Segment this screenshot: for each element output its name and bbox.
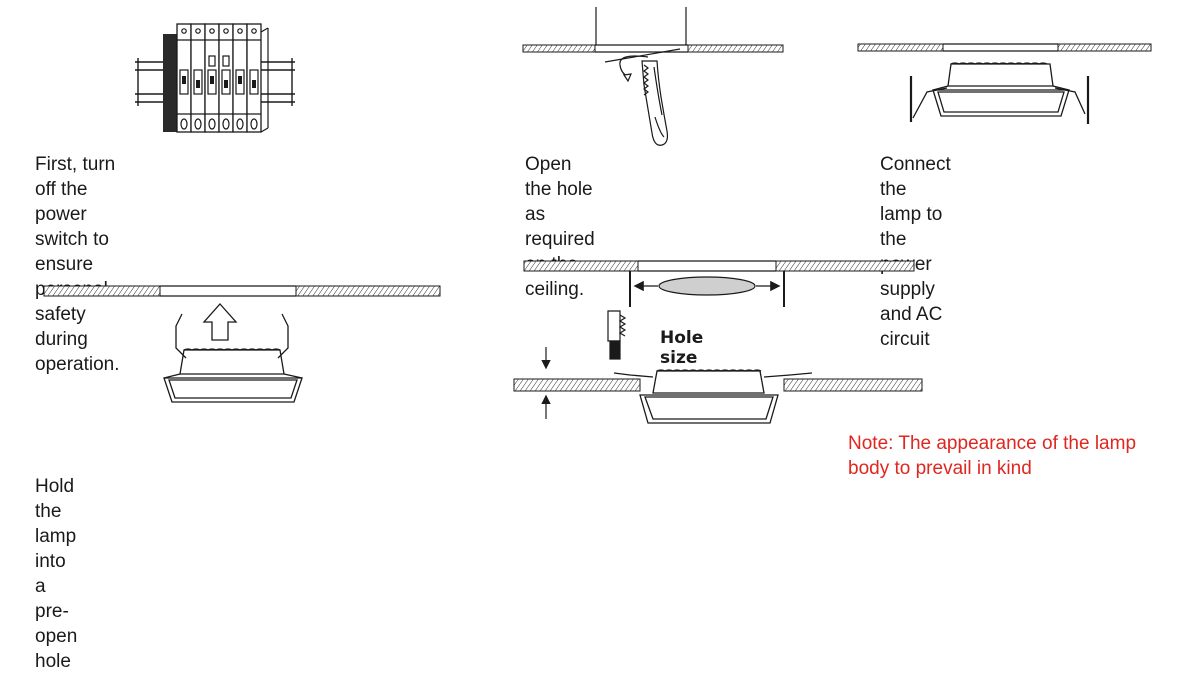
- ceiling-panel-left: [857, 43, 944, 52]
- ceiling-panel-left: [43, 285, 161, 297]
- step-3-caption: Connect the lamp to the power supply and…: [880, 152, 951, 352]
- step-1-caption: First, turn off the power switch to ensu…: [35, 152, 120, 377]
- ceiling-panel-left: [513, 378, 641, 392]
- saw-icon: [641, 60, 669, 146]
- hole-lens: [658, 276, 756, 296]
- note-line: Note: The appearance of the lamp: [848, 433, 1137, 454]
- caption-line: supply and AC circuit: [880, 279, 943, 350]
- hole-size-label: Hole size: [660, 328, 704, 368]
- caption-line: Open the hole as required: [525, 154, 595, 250]
- lamp-insert-illustration: [43, 285, 441, 403]
- caption-line: Hold the lamp into a pre-open hole: [35, 476, 78, 672]
- note-line: body to prevail in kind: [848, 458, 1032, 479]
- ceiling-saw-illustration: [522, 7, 784, 146]
- ceiling-panel-left: [523, 260, 639, 272]
- appearance-note: Note: The appearance of the lamp body to…: [848, 431, 1136, 481]
- lamp-wiring-illustration: [857, 43, 1152, 124]
- ceiling-panel-right: [775, 260, 915, 272]
- saw-tool-icon: [607, 310, 621, 342]
- step-2-caption: Open the hole as required on the ceiling…: [525, 152, 595, 302]
- ceiling-panel-left: [522, 44, 596, 53]
- hole-size-illustration: [513, 260, 923, 424]
- ceiling-panel-right: [687, 44, 784, 53]
- step-4-caption: Hold the lamp into a pre-open hole: [35, 474, 77, 674]
- circuit-breaker-icon: [135, 23, 295, 133]
- up-arrow-icon: [202, 303, 238, 341]
- caption-line: First, turn off the power switch to ensu…: [35, 154, 116, 275]
- ceiling-panel-right: [783, 378, 923, 392]
- caption-line: Connect the lamp to the power: [880, 154, 951, 275]
- ceiling-panel-right: [295, 285, 441, 297]
- ceiling-panel-right: [1057, 43, 1152, 52]
